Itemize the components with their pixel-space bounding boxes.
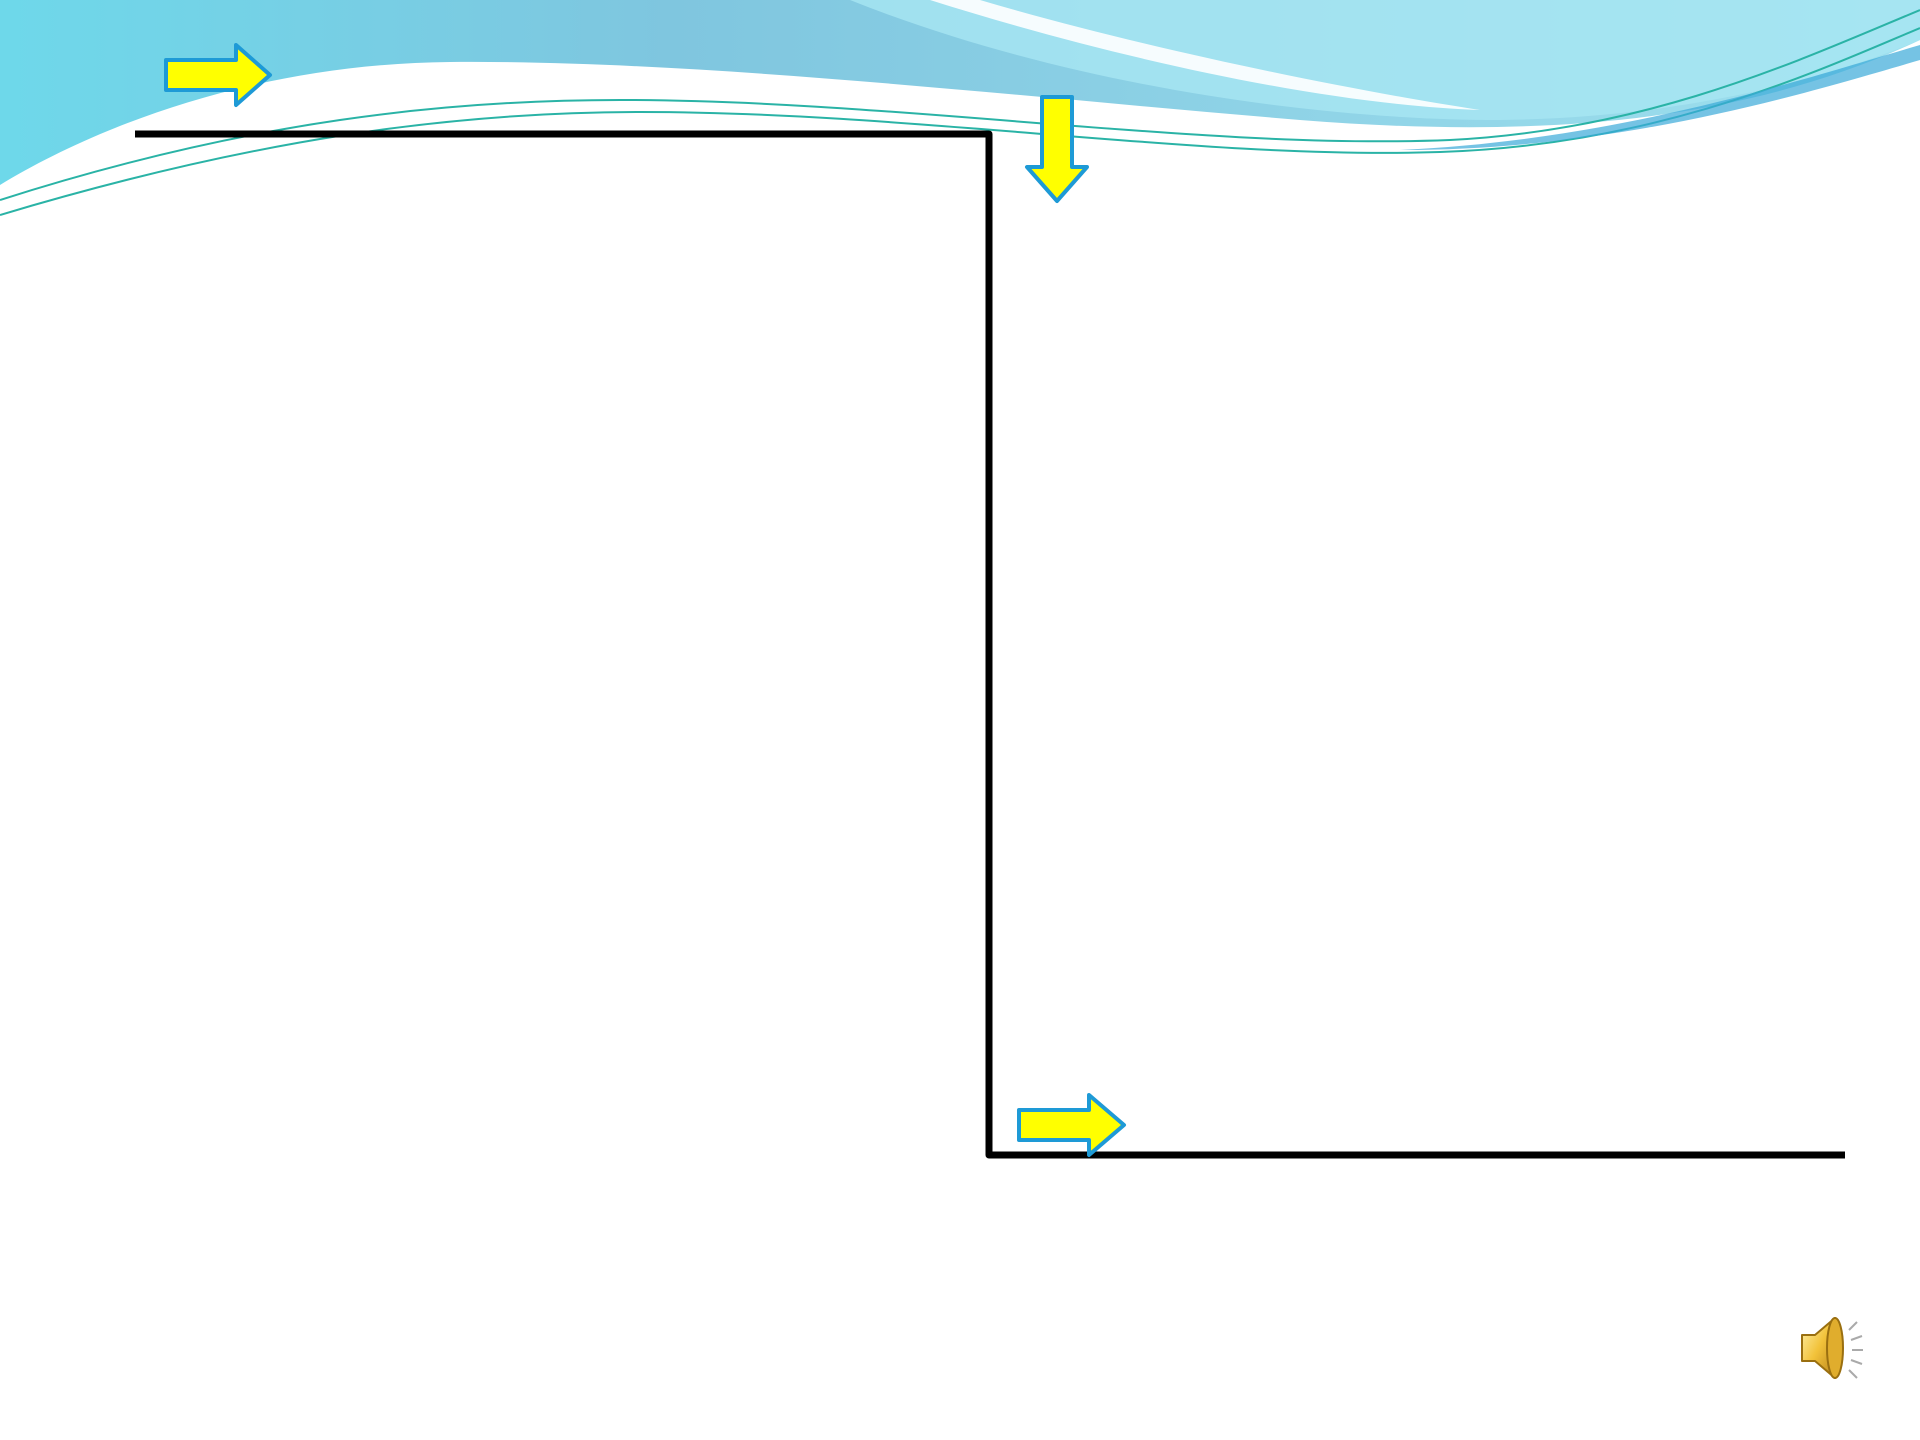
step-line bbox=[135, 134, 1845, 1155]
arrow-down bbox=[1027, 97, 1087, 201]
arrow-right-bottom bbox=[1019, 1095, 1124, 1155]
arrow-right-top bbox=[166, 45, 270, 105]
